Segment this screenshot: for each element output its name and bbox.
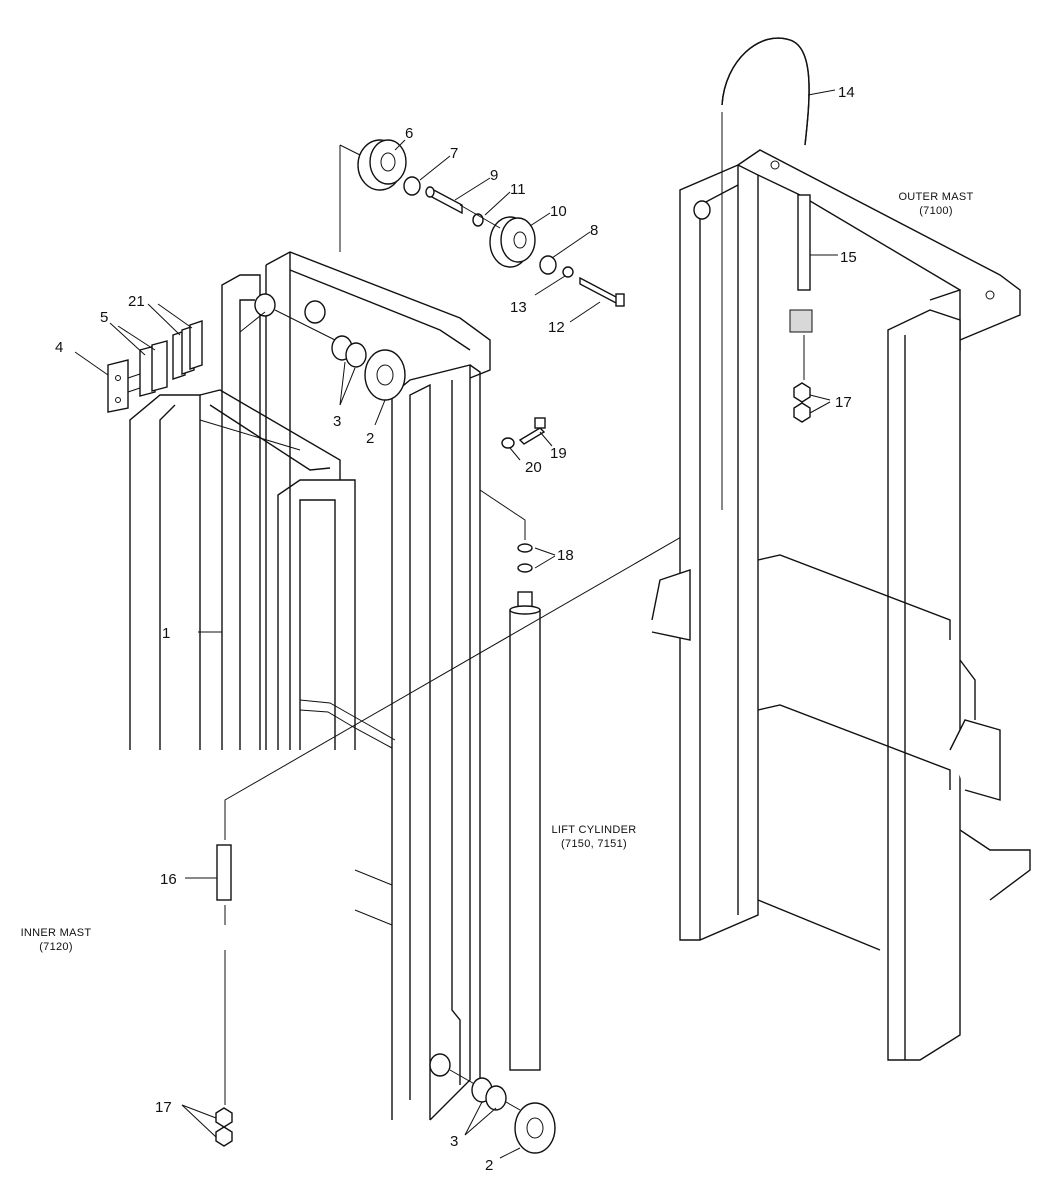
- inner-mast: [129, 251, 491, 1121]
- callout-14: 14: [838, 84, 855, 101]
- callout-18: 18: [557, 547, 574, 564]
- assembly-captions: INNER MAST (7120) OUTER MAST (7100) LIFT…: [21, 191, 974, 953]
- callout-16: 16: [160, 871, 177, 888]
- callout-13: 13: [510, 299, 527, 316]
- outer-mast-name: OUTER MAST: [898, 191, 973, 203]
- callout-7: 7: [450, 145, 458, 162]
- outer-mast-code: (7100): [919, 205, 953, 217]
- callout-4: 4: [55, 339, 63, 356]
- callout-2-lower: 2: [485, 1157, 493, 1174]
- callout-21: 21: [128, 293, 145, 310]
- callout-3-lower: 3: [450, 1133, 458, 1150]
- chain-anchor-left: [215, 509, 729, 1147]
- upper-roller-set: [274, 309, 406, 401]
- lift-chain: [721, 37, 813, 510]
- callout-19: 19: [550, 445, 567, 462]
- lift-cylinder: [479, 450, 541, 1071]
- lift-cylinder-name: LIFT CYLINDER: [552, 824, 637, 836]
- callout-6: 6: [405, 125, 413, 142]
- callout-8: 8: [590, 222, 598, 239]
- inner-mast-code: (7120): [39, 941, 73, 953]
- callout-17-left: 17: [155, 1099, 172, 1116]
- callout-15: 15: [840, 249, 857, 266]
- leader-lines: [74, 89, 838, 1159]
- shim-plates: [107, 320, 203, 413]
- callout-1: 1: [162, 625, 170, 642]
- callout-10: 10: [550, 203, 567, 220]
- callout-2-upper: 2: [366, 430, 374, 447]
- callout-5: 5: [100, 309, 108, 326]
- callout-9: 9: [490, 167, 498, 184]
- lower-roller-set: [449, 1069, 556, 1154]
- sheave-pulley-group: [339, 139, 625, 307]
- callout-12: 12: [548, 319, 565, 336]
- callout-11: 11: [510, 181, 526, 198]
- callout-17-right: 17: [835, 394, 852, 411]
- outer-mast: [651, 149, 1031, 1061]
- callout-labels: 1 2 2 3 3 4 5 6 7 8 9 10 11 12 13 14 15 …: [55, 84, 857, 1174]
- stopper-bolt: [501, 417, 546, 449]
- callout-3-upper: 3: [333, 413, 341, 430]
- inner-mast-name: INNER MAST: [21, 927, 92, 939]
- callout-20: 20: [525, 459, 542, 476]
- lift-cylinder-code: (7150, 7151): [561, 838, 627, 850]
